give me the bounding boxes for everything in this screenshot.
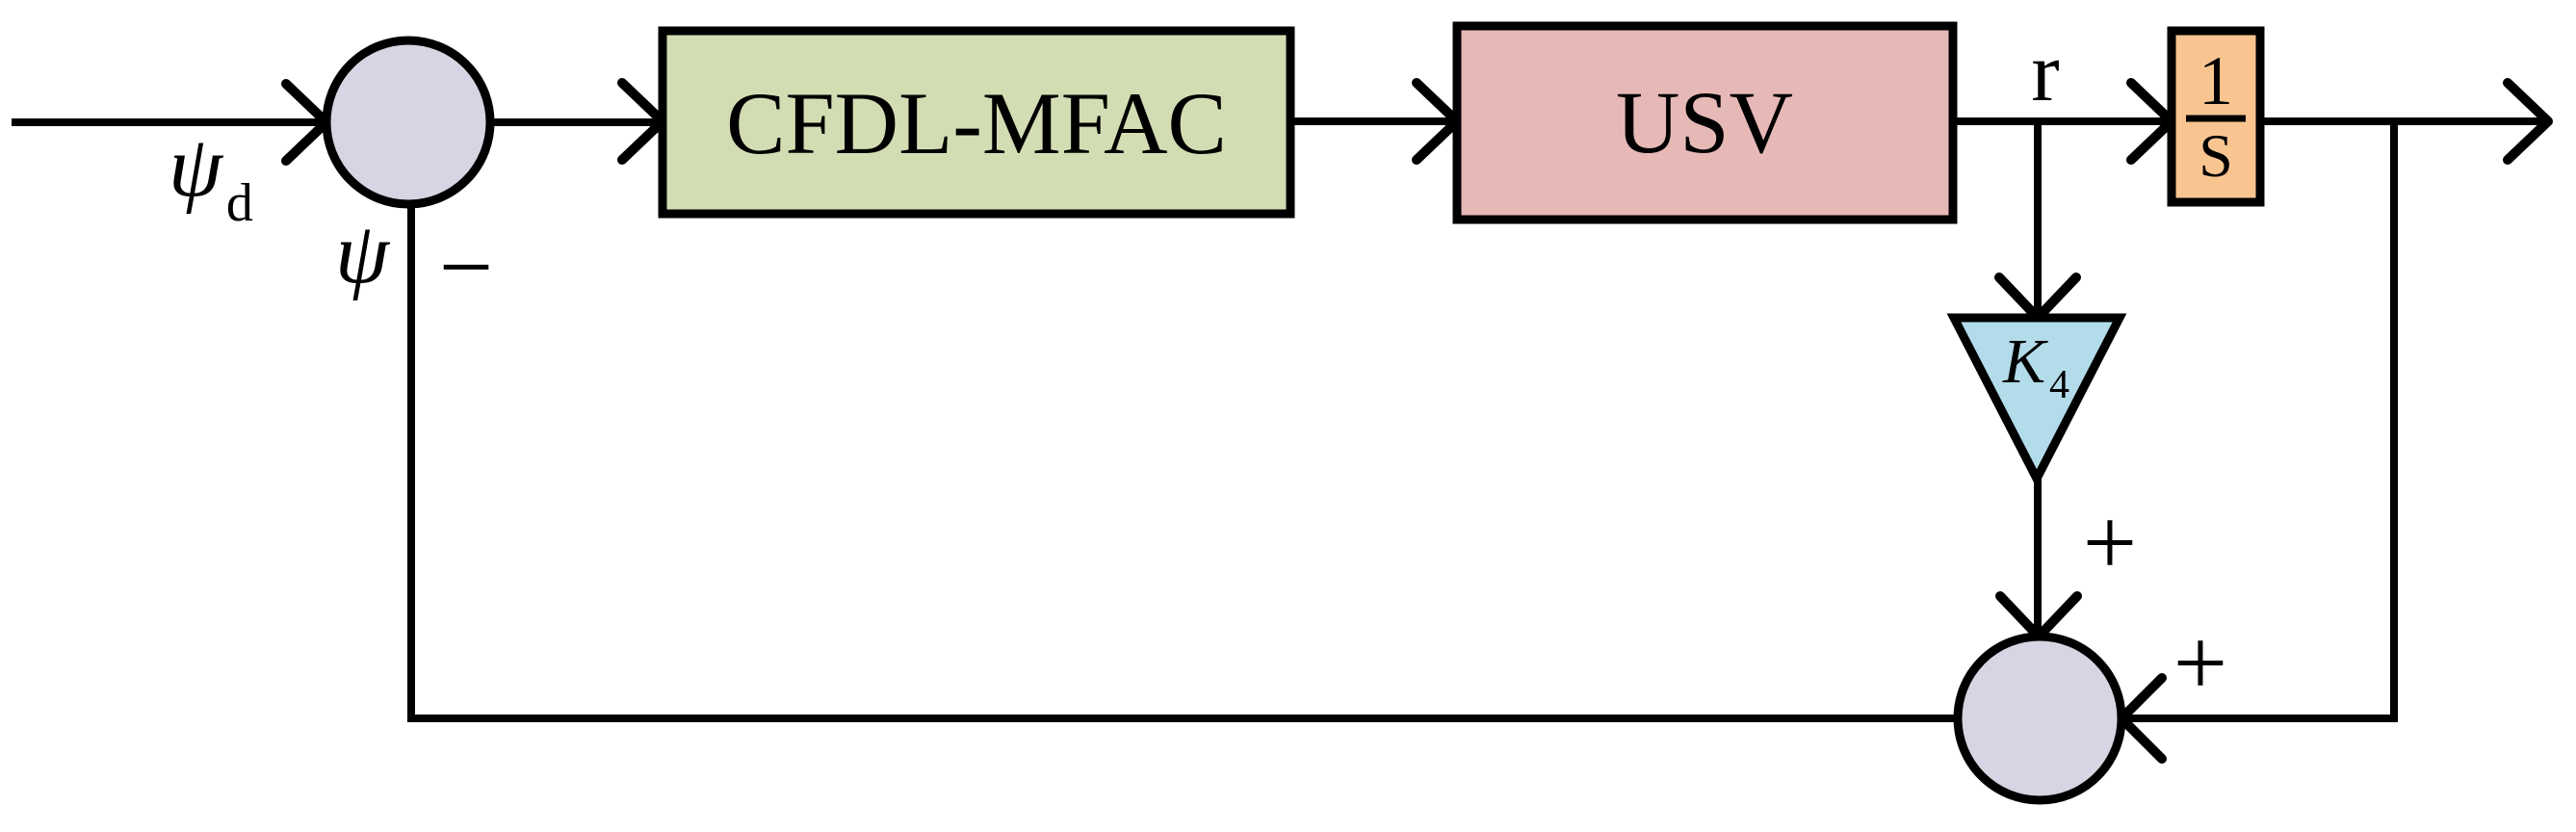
plant-block: [1452, 21, 1958, 224]
gain-block-label: K 4: [2002, 326, 2069, 407]
loop-input-plus-sign: +: [2173, 610, 2227, 716]
feedback-wires: [407, 121, 2398, 722]
reference-symbol: ψ: [169, 119, 224, 215]
error-junction-minus-sign: −: [439, 214, 493, 321]
gain-triangle-block: [1946, 313, 2127, 488]
controller-block: [658, 26, 1295, 219]
controller-block-label: CFDL-MFAC: [726, 74, 1227, 172]
forward-path-wires: [12, 117, 2542, 126]
feedback-signal-label: ψ: [335, 206, 391, 301]
gain-input-plus-sign: +: [2083, 489, 2137, 596]
gain-subscript: 4: [2049, 363, 2069, 407]
gain-symbol: K: [2002, 326, 2048, 397]
rate-signal-label: r: [2031, 26, 2059, 119]
plant-block-label: USV: [1616, 73, 1793, 171]
loop-feedback-wire: [407, 204, 1958, 722]
integrator-numerator: 1: [2199, 42, 2233, 119]
integrator-denominator: S: [2199, 121, 2233, 190]
reference-signal-label: ψ d: [169, 119, 253, 233]
output-feedback-wire: [2127, 121, 2398, 722]
error-summing-junction: [322, 36, 495, 209]
arrowhead-system-output: [2503, 78, 2553, 165]
reference-subscript: d: [226, 173, 253, 233]
loop-summing-junction: [1953, 632, 2126, 805]
